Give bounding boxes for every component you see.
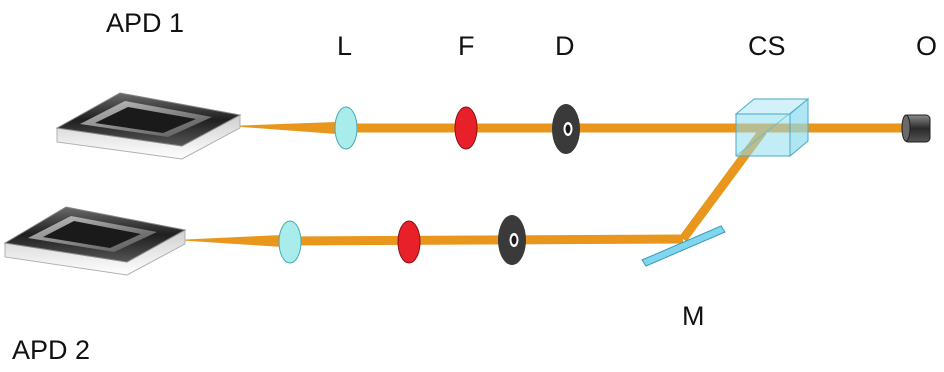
beam-cone-1: [228, 122, 336, 134]
filter-lower: [397, 220, 421, 264]
lens-lower: [278, 220, 302, 264]
beam-lower: [281, 234, 684, 246]
apd-2-label: APD 2: [12, 335, 91, 365]
objective: [901, 114, 931, 143]
objective-label: O: [916, 31, 938, 61]
apd-1-label: APD 1: [106, 8, 185, 38]
diaphragm-lower: [498, 215, 526, 265]
apd-1-detector: [55, 92, 242, 160]
mirror: [641, 225, 726, 267]
diaphragm-label: D: [555, 31, 575, 61]
cube-splitter-label: CS: [748, 31, 786, 61]
filter-label: F: [458, 31, 475, 61]
beam-cone-2: [175, 235, 282, 247]
mirror-label: M: [682, 301, 705, 331]
apd-1-core: [95, 107, 196, 133]
filter-upper: [454, 106, 478, 150]
apd-2-detector: [3, 206, 187, 276]
apd-2-core: [43, 221, 141, 248]
diaphragm-upper: [552, 104, 580, 154]
lens-label: L: [337, 31, 353, 61]
cube-splitter: [734, 97, 810, 158]
lens-upper: [334, 106, 358, 150]
